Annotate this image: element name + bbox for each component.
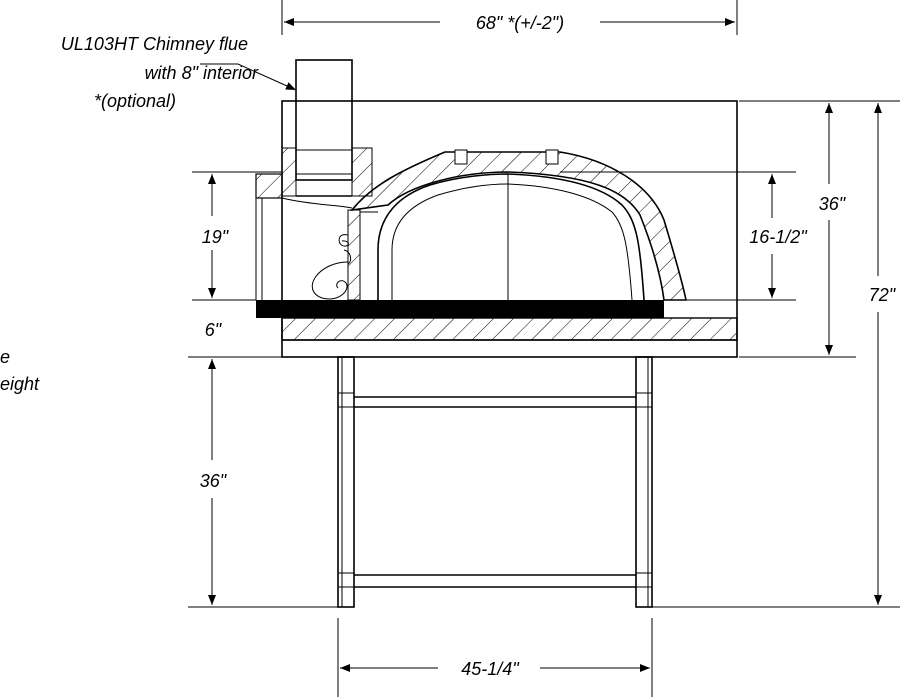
dimension-oven-height: 36" xyxy=(739,100,900,358)
total-height-label: 72" xyxy=(869,285,897,305)
chimney-annotation: UL103HT Chimney flue with 8" interior *(… xyxy=(61,34,297,111)
oven-height-label: 36" xyxy=(819,194,847,214)
front-arch xyxy=(255,173,353,300)
dimension-dome-height: 16-1/2" xyxy=(560,171,808,301)
dimension-overall-width: 68" *(+/-2") xyxy=(281,0,738,35)
chimney-label-line3: *(optional) xyxy=(94,91,176,111)
scroll-bracket xyxy=(311,234,352,300)
side-label-line1: e xyxy=(0,347,10,367)
dimension-stand-width: 45-1/4" xyxy=(337,618,653,697)
overall-width-label: 68" *(+/-2") xyxy=(476,13,564,33)
oven-dome xyxy=(347,149,687,301)
hearth-thickness-label: 6" xyxy=(205,320,223,340)
dimension-total-height: 72" xyxy=(652,103,900,608)
side-label-line2: eight xyxy=(0,374,40,394)
dome-height-label: 16-1/2" xyxy=(749,227,808,247)
opening-height-label: 19" xyxy=(202,227,230,247)
chimney-label-line2: with 8" interior xyxy=(145,63,259,83)
stand xyxy=(337,356,653,608)
dimension-opening-height: 19" xyxy=(192,171,282,301)
chimney-label-line1: UL103HT Chimney flue xyxy=(61,34,248,54)
stand-height-label: 36" xyxy=(200,471,228,491)
stand-width-label: 45-1/4" xyxy=(461,659,520,679)
hearth xyxy=(256,299,738,341)
chimney-flue xyxy=(281,59,373,197)
dimension-stand-height: 36" xyxy=(188,356,338,608)
